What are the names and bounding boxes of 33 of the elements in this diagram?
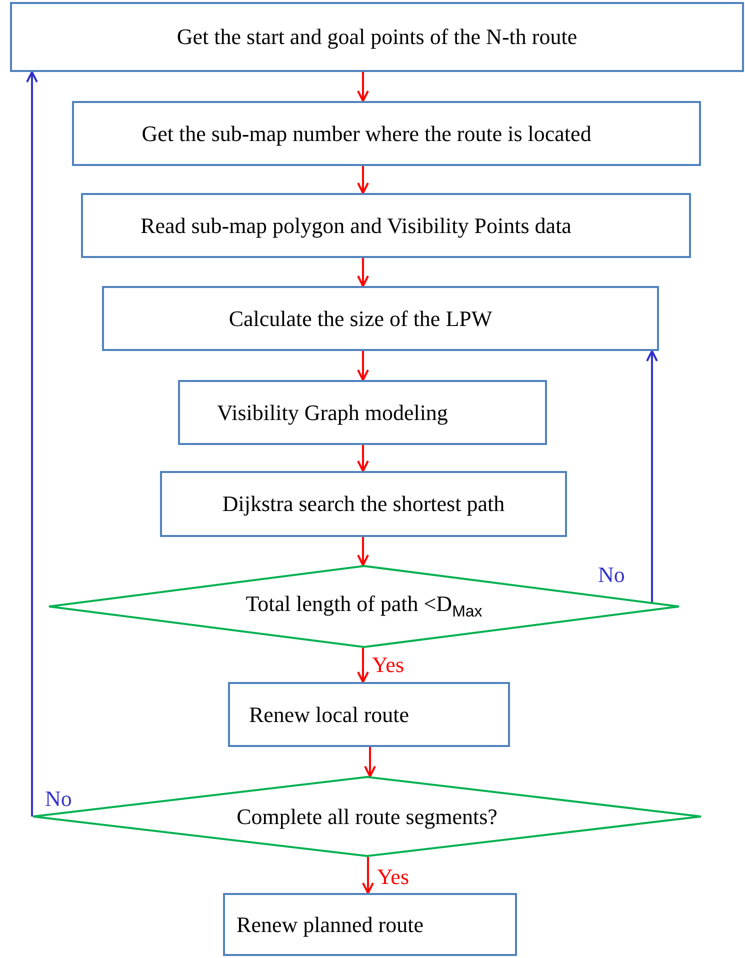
arrow xyxy=(364,747,376,778)
process-box xyxy=(72,101,701,166)
step-text: Calculate the size of the LPW xyxy=(228,306,492,332)
arrow xyxy=(26,71,38,816)
process-box xyxy=(81,193,691,258)
process-box xyxy=(10,2,744,72)
step-text: Renew local route xyxy=(248,702,410,728)
step-text: Visibility Graph modeling xyxy=(217,400,448,426)
arrow xyxy=(357,166,369,194)
process-box xyxy=(228,682,510,747)
arrow xyxy=(362,856,374,894)
step-text: Renew planned route xyxy=(236,912,424,938)
arrow xyxy=(357,537,369,566)
process-box xyxy=(223,893,517,956)
edge-label: No xyxy=(598,564,625,586)
arrow xyxy=(357,648,369,683)
arrow xyxy=(646,350,658,603)
step-text: Complete all route segments? xyxy=(236,804,498,830)
arrow xyxy=(357,72,369,102)
step-text: Get the sub-map number where the route is located xyxy=(142,120,592,146)
arrow xyxy=(357,351,369,381)
process-box xyxy=(178,380,547,445)
step-text: Get the start and goal points of the N-th route xyxy=(176,24,578,50)
step-text: Dijkstra search the shortest path xyxy=(222,491,505,517)
arrow xyxy=(357,445,369,472)
step-text: Total length of path <D$_{Max}$ xyxy=(246,591,482,622)
edge-label: Yes xyxy=(377,866,410,888)
edge-label: No xyxy=(45,788,72,810)
process-box xyxy=(102,286,659,351)
process-box xyxy=(160,471,567,537)
arrow xyxy=(357,258,369,287)
edge-label: Yes xyxy=(372,654,404,676)
step-text: Read sub-map polygon and Visibility Points data xyxy=(140,212,572,238)
